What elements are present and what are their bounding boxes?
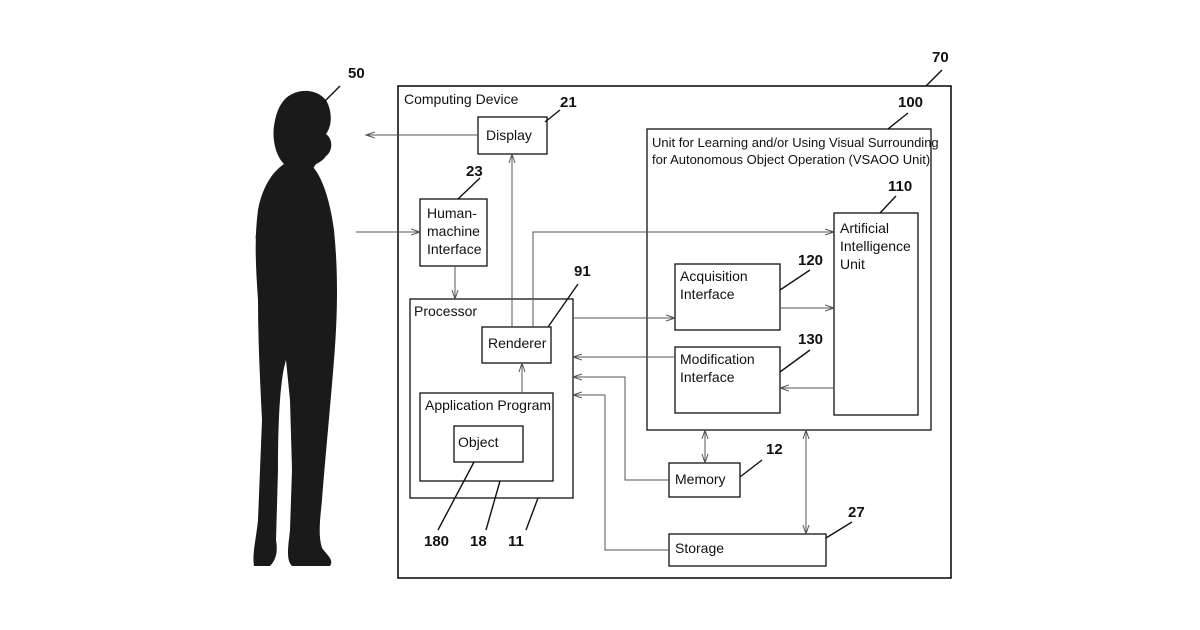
ref-110: 110 [888, 178, 912, 195]
computing-device-title: Computing Device [404, 91, 519, 107]
ref-100: 100 [898, 94, 923, 111]
ref-120: 120 [798, 252, 823, 269]
ref-21: 21 [560, 94, 577, 111]
leader-21 [545, 110, 560, 122]
renderer-label: Renderer [488, 335, 547, 351]
object-label: Object [458, 434, 499, 450]
leader-12 [740, 460, 762, 477]
storage-to-processor-arrow [573, 395, 669, 550]
vsaoo-unit-title-line1: Unit for Learning and/or Using Visual Su… [652, 135, 939, 150]
ref-23: 23 [466, 163, 483, 180]
acquisition-label-line2: Interface [680, 286, 735, 302]
vsaoo-unit-title-line2: for Autonomous Object Operation (VSAOO U… [652, 152, 930, 167]
leader-70 [926, 70, 942, 86]
leader-130 [780, 350, 810, 372]
hmi-label-line1: Human- [427, 205, 477, 221]
ref-12: 12 [766, 441, 783, 458]
acquisition-label-line1: Acquisition [680, 268, 748, 284]
ref-130: 130 [798, 331, 823, 348]
processor-title: Processor [414, 303, 477, 319]
hmi-label-line3: Interface [427, 241, 482, 257]
ref-70: 70 [932, 49, 949, 66]
ai-unit-label-line3: Unit [840, 256, 865, 272]
storage-label: Storage [675, 540, 724, 556]
hmi-label-line2: machine [427, 223, 480, 239]
ref-27: 27 [848, 504, 865, 521]
leader-50 [322, 86, 340, 104]
display-label: Display [486, 127, 532, 143]
modification-label-line2: Interface [680, 369, 735, 385]
ref-18: 18 [470, 533, 487, 550]
leader-120 [780, 270, 810, 290]
modification-label-line1: Modification [680, 351, 755, 367]
leader-100 [888, 113, 908, 129]
ref-11: 11 [508, 533, 524, 550]
ai-unit-label-line2: Intelligence [840, 238, 911, 254]
memory-label: Memory [675, 471, 726, 487]
leader-11 [526, 498, 538, 530]
person-silhouette [253, 91, 337, 566]
application-program-title: Application Program [425, 397, 551, 413]
leader-110 [880, 196, 896, 213]
ref-50: 50 [348, 65, 365, 82]
ai-unit-label-line1: Artificial [840, 220, 889, 236]
ref-180: 180 [424, 533, 449, 550]
memory-to-processor-arrow [573, 377, 669, 480]
leader-27 [826, 522, 852, 538]
leader-23 [458, 178, 480, 199]
ref-91: 91 [574, 263, 591, 280]
